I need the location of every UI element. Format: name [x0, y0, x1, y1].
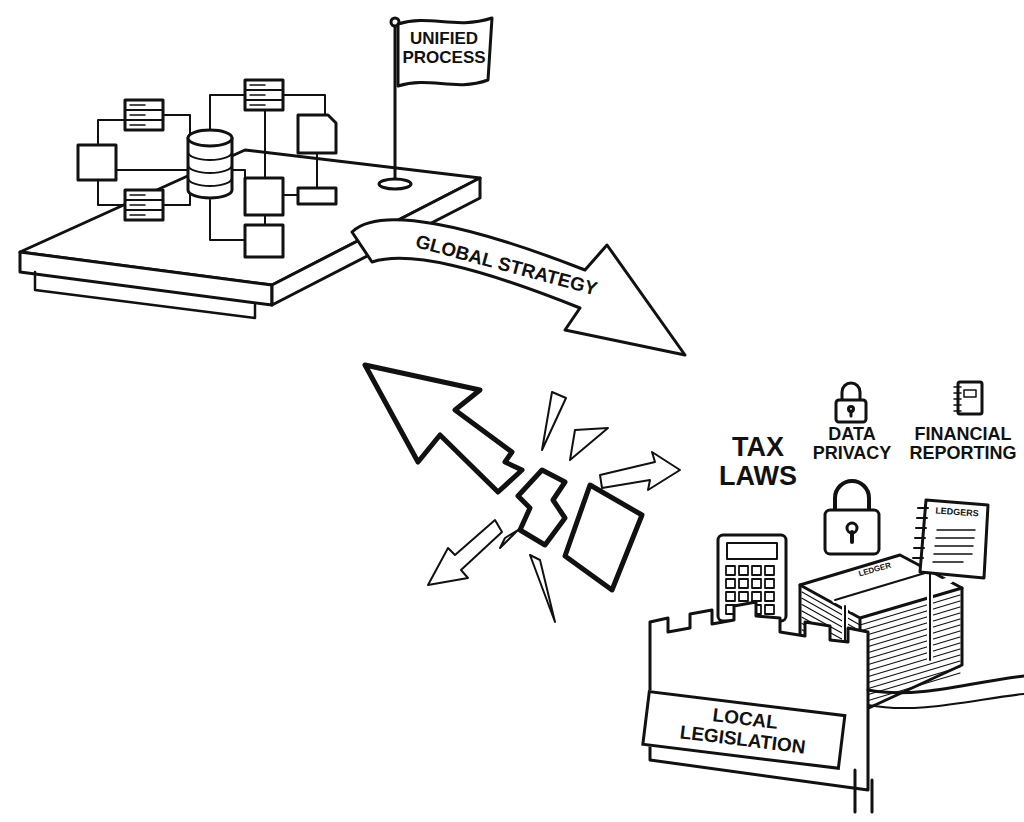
tax-laws-label: TAX LAWS — [712, 433, 804, 491]
lock-icons — [825, 383, 879, 554]
notebook-icon — [954, 382, 982, 414]
network — [78, 80, 336, 257]
financial-reporting-label: FINANCIAL REPORTING — [906, 425, 1020, 464]
flag — [379, 18, 492, 189]
broken-arrow — [365, 365, 680, 622]
node-text: UNIFIED PROCESS — [402, 30, 486, 67]
strategy-arrow — [352, 220, 685, 355]
node-text: GLOBAL STRATEGY — [393, 226, 621, 306]
strategy-band: GLOBAL STRATEGY — [393, 226, 621, 306]
flag-label: UNIFIED PROCESS — [402, 30, 486, 67]
ledger-book — [913, 500, 988, 578]
data-privacy-label: DATA PRIVACY — [806, 425, 898, 464]
